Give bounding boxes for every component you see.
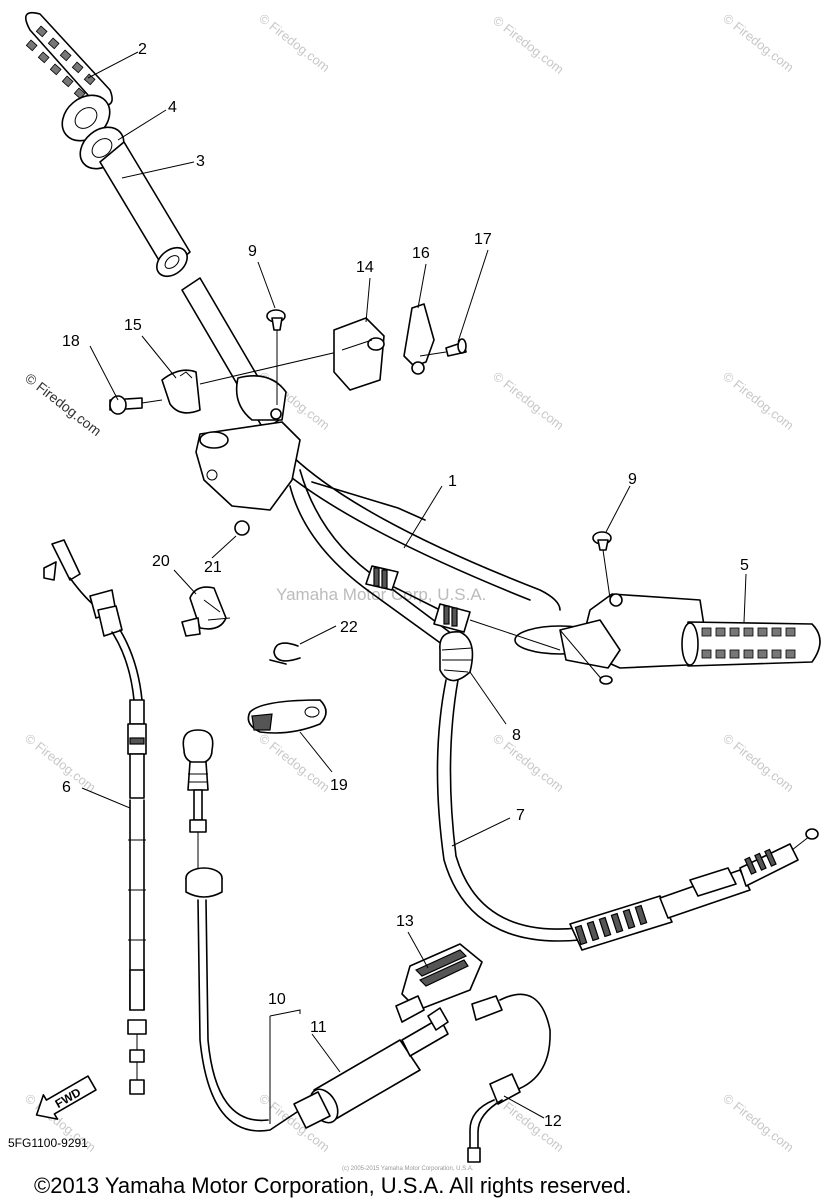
- label-17: 17: [474, 231, 492, 248]
- watermark-small: (c) 2005-2015 Yamaha Motor Corporation, …: [342, 1166, 474, 1172]
- screw-17: [419, 338, 467, 357]
- label-16: 16: [412, 245, 430, 262]
- watermark: © Firedog.com: [720, 369, 797, 433]
- right-grip: [559, 593, 821, 685]
- leader-lines: [81, 51, 747, 1124]
- label-20: 20: [152, 553, 170, 570]
- starter-cable: [182, 729, 301, 1132]
- watermark: © Firedog.com: [256, 11, 333, 75]
- label-11: 11: [310, 1019, 327, 1036]
- copyright-text: ©2013 Yamaha Motor Corporation, U.S.A. A…: [34, 1173, 631, 1198]
- label-7: 7: [516, 807, 525, 824]
- clutch-cable: [365, 565, 819, 951]
- label-3: 3: [196, 153, 205, 170]
- label-19: 19: [330, 777, 348, 794]
- diagram-code: 5FG1100-9291: [8, 1136, 88, 1150]
- watermark: © Firedog.com: [490, 13, 567, 77]
- label-2: 2: [138, 41, 147, 58]
- starter-plunger: [293, 1007, 449, 1129]
- throttle-tube: [99, 141, 191, 278]
- label-15: 15: [124, 317, 142, 334]
- watermark: © Firedog.com: [720, 1091, 797, 1155]
- label-18: 18: [62, 333, 80, 350]
- watermark: © Firedog.com: [22, 731, 99, 795]
- watermark: © Firedog.com: [256, 731, 333, 795]
- label-9-right: 9: [628, 471, 637, 488]
- label-9-left: 9: [248, 243, 257, 260]
- bolt-18: [109, 395, 163, 415]
- label-10: 10: [268, 991, 286, 1008]
- clamp-19: [247, 699, 327, 734]
- label-22: 22: [340, 619, 358, 636]
- watermark: © Firedog.com: [490, 731, 567, 795]
- label-6: 6: [62, 779, 71, 796]
- watermark: © Firedog.com: [22, 370, 104, 439]
- bolt-9-left: [266, 309, 286, 405]
- watermark: © Firedog.com: [720, 11, 797, 75]
- clamp-20: [181, 586, 231, 637]
- throttle-cable: [43, 539, 147, 1095]
- left-grip: [24, 11, 113, 142]
- throttle-housing: [195, 375, 301, 536]
- label-13: 13: [396, 913, 414, 930]
- watermark: © Firedog.com: [720, 731, 797, 795]
- label-5: 5: [740, 557, 749, 574]
- holder-14: [333, 317, 385, 391]
- watermark-owner: Yamaha Motor Corp, U.S.A.: [276, 585, 486, 604]
- label-1: 1: [448, 473, 457, 490]
- label-8: 8: [512, 727, 521, 744]
- label-4: 4: [168, 99, 177, 116]
- bolt-9-right: [592, 531, 612, 599]
- label-12: 12: [544, 1113, 562, 1130]
- watermark: © Firedog.com: [490, 369, 567, 433]
- holder-15: [161, 349, 347, 414]
- label-21: 21: [204, 559, 222, 576]
- clip-22: [269, 642, 301, 665]
- part-labels: 1 2 3 4 5 6 7 8 9 9 10 11 12 13 14 15 16…: [62, 41, 749, 1130]
- label-14: 14: [356, 259, 374, 276]
- bracket-16: [403, 303, 435, 375]
- starter-switch: [395, 943, 551, 1163]
